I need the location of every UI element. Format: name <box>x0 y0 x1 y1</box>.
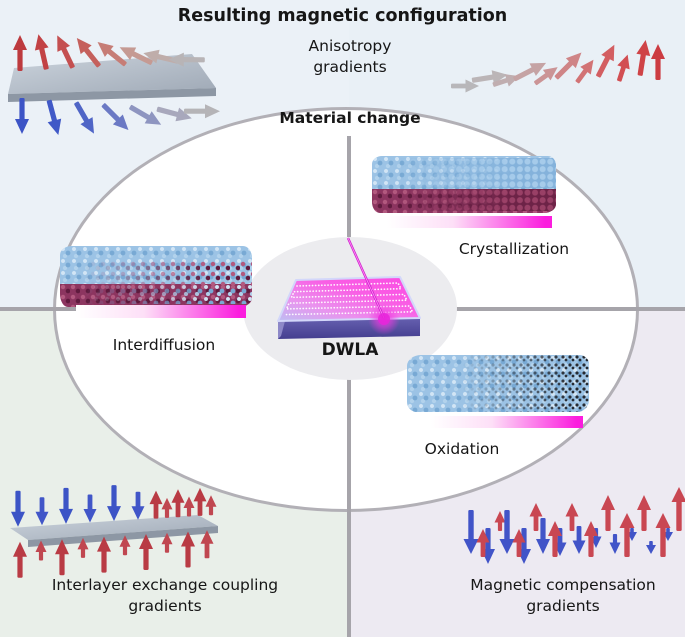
magnetic-compensation-label: Magnetic compensation gradients <box>470 576 656 615</box>
laser-power-gradient-crystallization <box>387 216 552 228</box>
laser-power-gradient-interdiffusion <box>76 305 246 318</box>
vertical-divider <box>347 136 351 637</box>
dwla-label: DWLA <box>321 340 379 360</box>
material-change-label: Material change <box>279 109 421 127</box>
magnetic-compensation-arrows-icon <box>463 487 685 564</box>
anisotropy-gradient-arrows-left-icon <box>8 32 220 138</box>
interdiffusion-label: Interdiffusion <box>112 336 216 354</box>
oxidation-label: Oxidation <box>424 440 500 458</box>
interlayer-exchange-arrows-icon <box>10 485 218 578</box>
interdiffusion-spheres-icon <box>60 246 252 307</box>
crystallization-label: Crystallization <box>458 240 570 258</box>
interlayer-exchange-label: Interlayer exchange coupling gradients <box>51 576 279 615</box>
figure-title: Resulting magnetic configuration <box>177 6 508 26</box>
oxidation-spheres-icon <box>407 355 589 412</box>
anisotropy-gradients-label: Anisotropy gradients <box>308 37 392 76</box>
laser-power-gradient-oxidation <box>431 416 583 428</box>
crystallization-spheres-icon <box>372 156 556 213</box>
anisotropy-gradient-arrows-right-icon <box>451 38 665 93</box>
dwla-chip-icon <box>277 237 421 339</box>
